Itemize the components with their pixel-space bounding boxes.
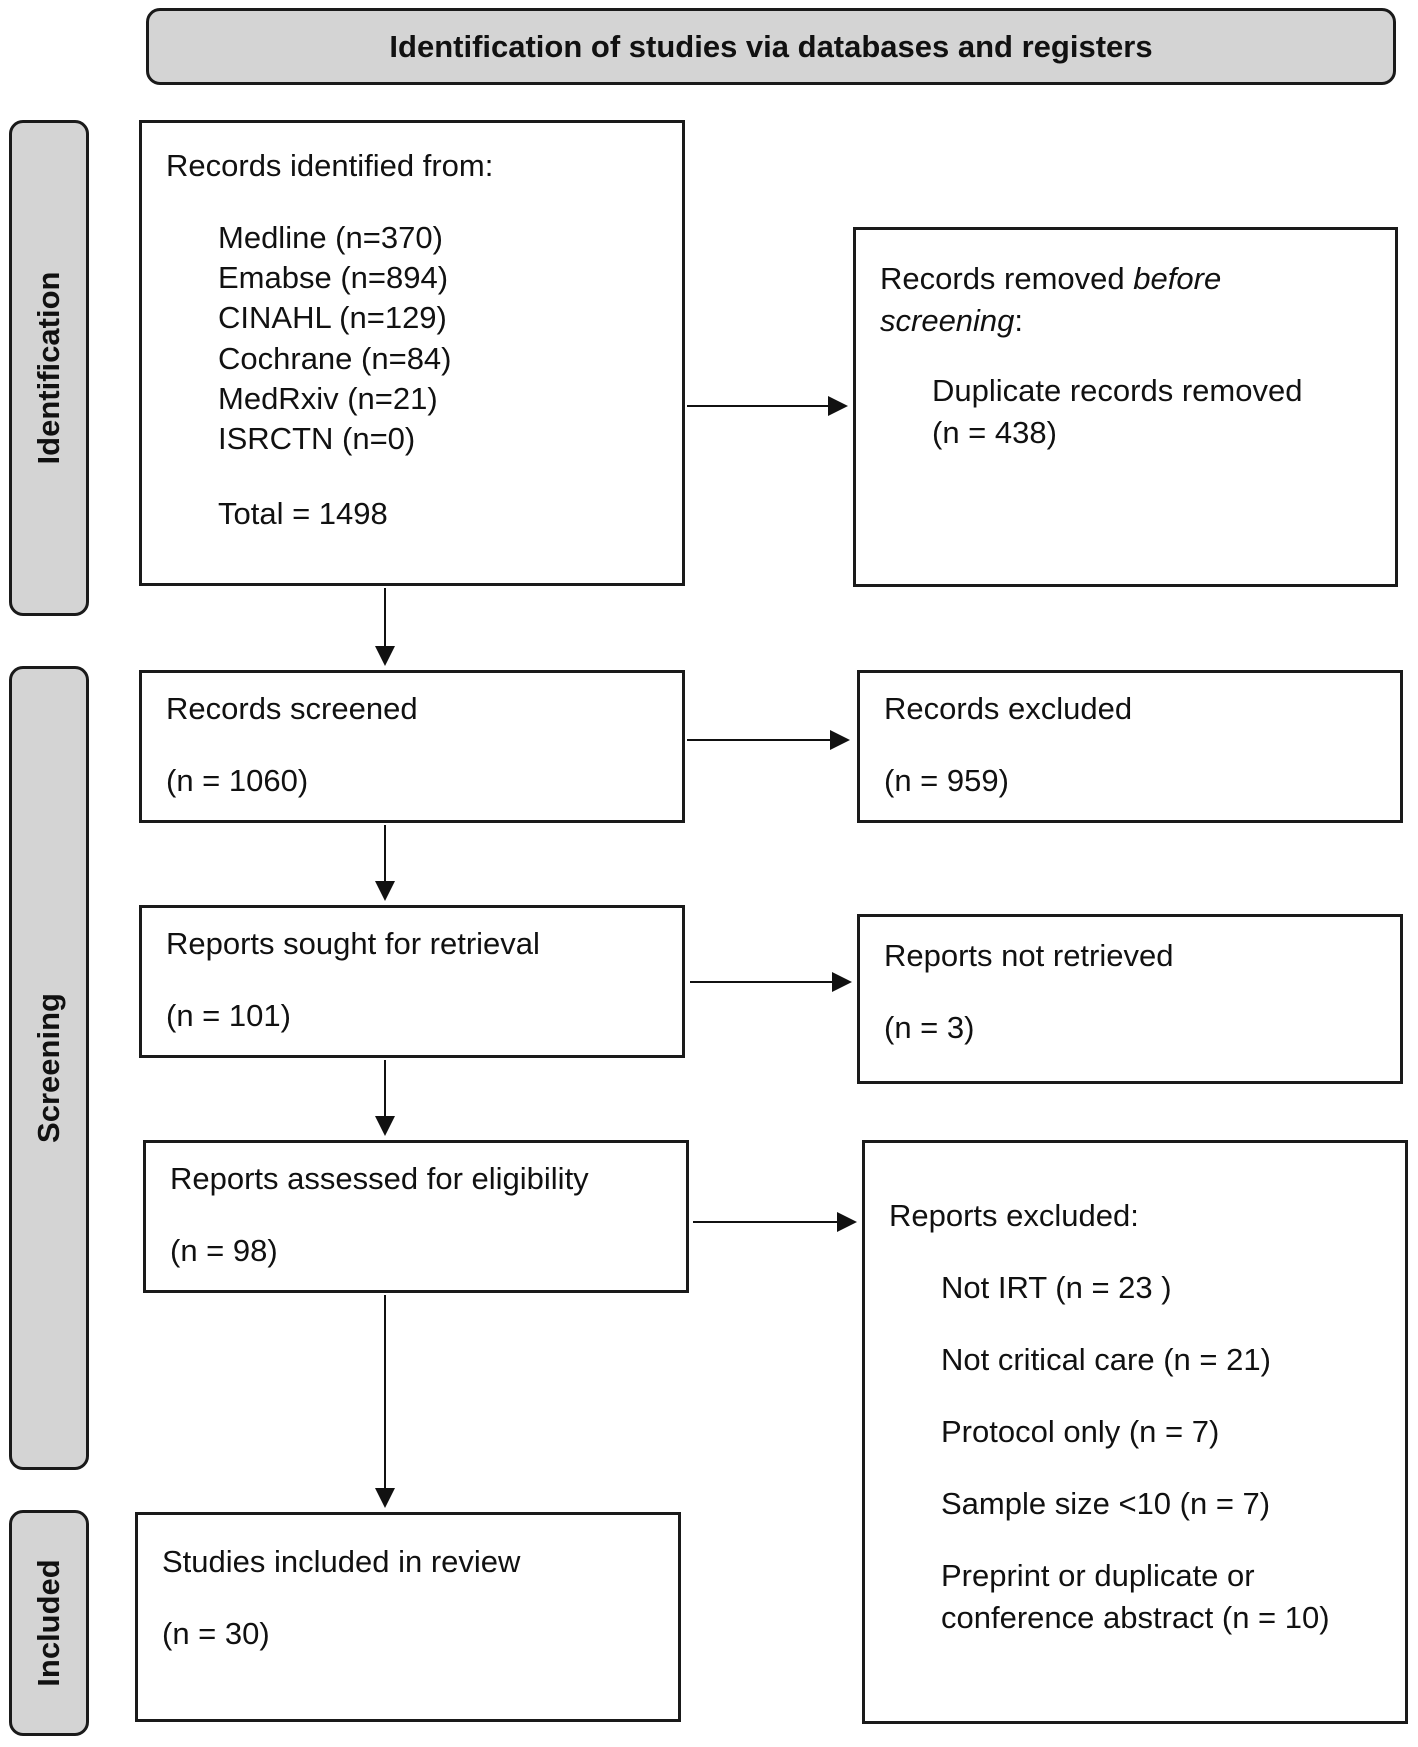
- phase-identification: Identification: [9, 120, 89, 616]
- exclusion-reason: conference abstract (n = 10): [941, 1600, 1330, 1635]
- records-screened-box: Records screened (n = 1060): [139, 670, 685, 823]
- reports-excluded-box: Reports excluded: Not IRT (n = 23 ) Not …: [862, 1140, 1408, 1724]
- duplicates-removed-label: Duplicate records removed: [932, 373, 1303, 408]
- exclusion-reason: Sample size <10 (n = 7): [941, 1486, 1271, 1521]
- studies-included-box: Studies included in review (n = 30): [135, 1512, 681, 1722]
- reports-not-retrieved-label: Reports not retrieved: [884, 938, 1174, 973]
- reports-excluded-heading: Reports excluded:: [889, 1198, 1139, 1233]
- duplicates-removed-count: (n = 438): [932, 415, 1057, 450]
- reports-assessed-label: Reports assessed for eligibility: [170, 1161, 589, 1196]
- header-title: Identification of studies via databases …: [389, 28, 1153, 64]
- records-removed-heading-line1: Records removed before: [880, 261, 1222, 296]
- records-identified-box: Records identified from: Medline (n=370)…: [139, 120, 685, 586]
- records-excluded-box: Records excluded (n = 959): [857, 670, 1403, 823]
- source-isrctn: ISRCTN (n=0): [218, 421, 416, 456]
- phase-screening: Screening: [9, 666, 89, 1470]
- header-banner: Identification of studies via databases …: [146, 8, 1396, 85]
- reports-assessed-box: Reports assessed for eligibility (n = 98…: [143, 1140, 689, 1293]
- source-cinahl: CINAHL (n=129): [218, 300, 447, 335]
- exclusion-reason: Not critical care (n = 21): [941, 1342, 1271, 1377]
- reports-not-retrieved-box: Reports not retrieved (n = 3): [857, 914, 1403, 1084]
- source-medline: Medline (n=370): [218, 220, 443, 255]
- exclusion-reason: Protocol only (n = 7): [941, 1414, 1220, 1449]
- source-embase: Emabse (n=894): [218, 260, 449, 295]
- records-identified-total: Total = 1498: [218, 496, 388, 531]
- exclusion-reason: Not IRT (n = 23 ): [941, 1270, 1172, 1305]
- studies-included-count: (n = 30): [162, 1616, 270, 1651]
- source-cochrane: Cochrane (n=84): [218, 341, 452, 376]
- studies-included-label: Studies included in review: [162, 1544, 521, 1579]
- records-removed-box: Records removed before screening: Duplic…: [853, 227, 1398, 587]
- reports-sought-box: Reports sought for retrieval (n = 101): [139, 905, 685, 1058]
- exclusion-reason: Preprint or duplicate or: [941, 1558, 1255, 1593]
- records-screened-count: (n = 1060): [166, 763, 309, 798]
- reports-assessed-count: (n = 98): [170, 1233, 278, 1268]
- reports-sought-label: Reports sought for retrieval: [166, 926, 540, 961]
- records-identified-heading: Records identified from:: [166, 148, 494, 183]
- reports-not-retrieved-count: (n = 3): [884, 1010, 975, 1045]
- records-excluded-label: Records excluded: [884, 691, 1133, 726]
- phase-included: Included: [9, 1510, 89, 1736]
- reports-sought-count: (n = 101): [166, 998, 291, 1033]
- source-medrxiv: MedRxiv (n=21): [218, 381, 438, 416]
- records-screened-label: Records screened: [166, 691, 418, 726]
- records-removed-heading-line2: screening:: [880, 303, 1024, 338]
- records-excluded-count: (n = 959): [884, 763, 1009, 798]
